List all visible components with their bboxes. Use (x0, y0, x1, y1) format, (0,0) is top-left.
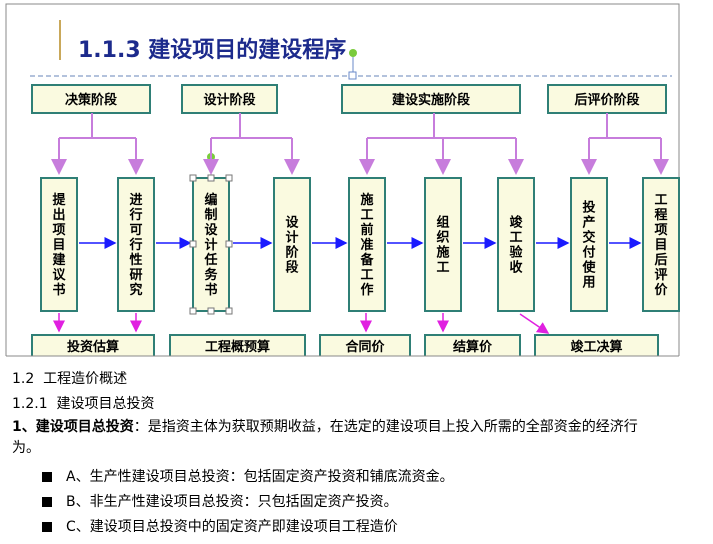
step-label: 组织施工 (436, 215, 449, 276)
definition-body: ：是指资主体为获取预期收益，在选定的建设项目上投入所需的全部资金的经济行为。 (12, 419, 638, 456)
step-box (497, 177, 535, 312)
bullet-square-icon (42, 497, 52, 507)
step-box (642, 177, 680, 312)
step-label: 提出项目建议书 (52, 192, 66, 298)
cost-label: 工程概预算 (205, 339, 270, 355)
step-label: 工程项目后评价 (654, 193, 668, 298)
step-label: 竣工验收 (509, 215, 523, 276)
selection-handle (225, 307, 233, 315)
step-box (348, 177, 386, 312)
step-box (192, 177, 230, 312)
step-label: 施工前准备工作 (359, 192, 374, 298)
selection-handle (189, 174, 197, 182)
selection-handle (225, 174, 233, 182)
step-box (570, 177, 608, 312)
definition-paragraph: 1、建设项目总投资：是指资主体为获取预期收益，在选定的建设项目上投入所需的全部资… (12, 417, 652, 459)
bullet-item: C、建设项目总投资中的固定资产即建设项目工程造价 (66, 519, 398, 535)
bullet-square-icon (42, 522, 52, 532)
step-label: 设计阶段 (285, 216, 299, 276)
cost-label: 结算价 (453, 339, 493, 355)
cost-label: 投资估算 (67, 339, 119, 355)
selection-handle (207, 174, 215, 182)
cost-arrow (519, 313, 550, 334)
stage-label: 决策阶段 (65, 92, 117, 108)
rotate-handle (349, 49, 357, 57)
flowchart-slide: 1.1.3 建设项目的建设程序 决策阶段设计阶段建设实施阶段后评价阶段 提出项目… (0, 3, 713, 360)
slide-title: 1.1.3 建设项目的建设程序 (78, 37, 346, 63)
step-label: 进行可行性研究 (128, 193, 142, 298)
slide-clip (0, 356, 713, 360)
selection-handle (189, 240, 197, 248)
cost-label: 竣工决算 (570, 339, 622, 355)
step-box (424, 177, 462, 312)
step-boxes: 提出项目建议书 进行可行性研究 编制设计任务书 设计阶段 施工前准备工作 组织施工 竣工验收… (40, 113, 680, 315)
bullet-square-icon (42, 472, 52, 482)
stage-label: 建设实施阶段 (392, 92, 470, 108)
section-heading-1-2-1: 1.2.1 建设项目总投资 (12, 396, 155, 412)
selection-handle (207, 307, 215, 315)
resize-handle (348, 71, 357, 80)
selection-handle (189, 307, 197, 315)
stage-boxes: 决策阶段 设计阶段 建设实施阶段 后评价阶段 (31, 84, 667, 114)
flowchart-canvas: 1.1.3 建设项目的建设程序 决策阶段设计阶段建设实施阶段后评价阶段 提出项目… (0, 3, 713, 360)
step-box (273, 177, 311, 312)
stage-label: 后评价阶段 (574, 92, 639, 108)
bullet-item: A、生产性建设项目总投资：包括固定资产投资和铺底流资金。 (66, 469, 454, 485)
bullet-item: B、非生产性建设项目总投资：只包括固定资产投资。 (66, 494, 398, 510)
stage-label: 设计阶段 (203, 92, 255, 108)
stage-box (341, 84, 521, 114)
step-box (40, 177, 78, 312)
step-label: 投产交付使用 (581, 200, 596, 291)
section-heading-1-2: 1.2 工程造价概述 (12, 371, 128, 387)
definition-term: 1、建设项目总投资 (12, 419, 134, 435)
stage-box (181, 84, 278, 114)
step-label: 编制设计任务书 (203, 192, 218, 298)
cost-label: 合同价 (345, 339, 385, 355)
selection-handle (225, 240, 233, 248)
step-box (117, 177, 155, 312)
